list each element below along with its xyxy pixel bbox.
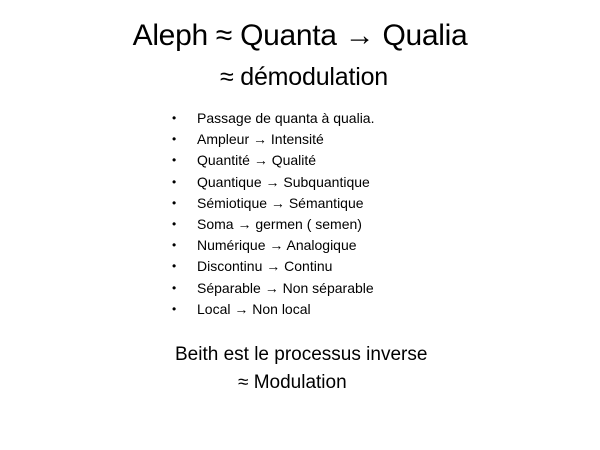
list-item: • Ampleur → Intensité [172, 129, 374, 150]
list-item: • Séparable → Non séparable [172, 278, 374, 299]
list-item-text: Local → Non local [197, 300, 311, 317]
list-item: • Discontinu → Continu [172, 256, 374, 277]
list-item: • Numérique → Analogique [172, 235, 374, 256]
bullet-icon: • [172, 280, 177, 295]
list-item-text: Numérique → Analogique [197, 237, 357, 254]
list-item: • Quantité → Qualité [172, 150, 374, 171]
bullet-list: • Passage de quanta à qualia. • Ampleur → … [172, 108, 374, 320]
list-item-text: Discontinu → Continu [197, 258, 333, 275]
bullet-icon: • [172, 259, 177, 274]
list-item-text: Soma → germen ( semen) [197, 216, 362, 233]
list-item-text: Sémiotique → Sémantique [197, 194, 364, 211]
list-item-text: Quantique → Subquantique [197, 173, 370, 190]
bullet-icon: • [172, 301, 177, 316]
list-item: • Sémiotique → Sémantique [172, 193, 374, 214]
bullet-icon: • [172, 217, 177, 232]
list-item: • Soma → germen ( semen) [172, 214, 374, 235]
bullet-icon: • [172, 174, 177, 189]
bullet-icon: • [172, 153, 177, 168]
list-item: • Passage de quanta à qualia. [172, 108, 374, 129]
list-item-text: Ampleur → Intensité [197, 131, 324, 148]
bullet-icon: • [172, 238, 177, 253]
bullet-icon: • [172, 195, 177, 210]
bullet-icon: • [172, 111, 177, 125]
bullet-icon: • [172, 132, 177, 147]
slide-subtitle: ≈ démodulation [220, 63, 388, 91]
list-item: • Quantique → Subquantique [172, 172, 374, 193]
footer-subtitle: ≈ Modulation [238, 372, 347, 393]
list-item-text: Séparable → Non séparable [197, 279, 374, 296]
list-item: • Local → Non local [172, 299, 374, 320]
slide-title: Aleph ≈ Quanta → Qualia [132, 19, 468, 52]
footer-statement: Beith est le processus inverse [175, 344, 428, 365]
list-item-text: Quantité → Qualité [197, 152, 317, 169]
list-item-text: Passage de quanta à qualia. [197, 110, 375, 126]
